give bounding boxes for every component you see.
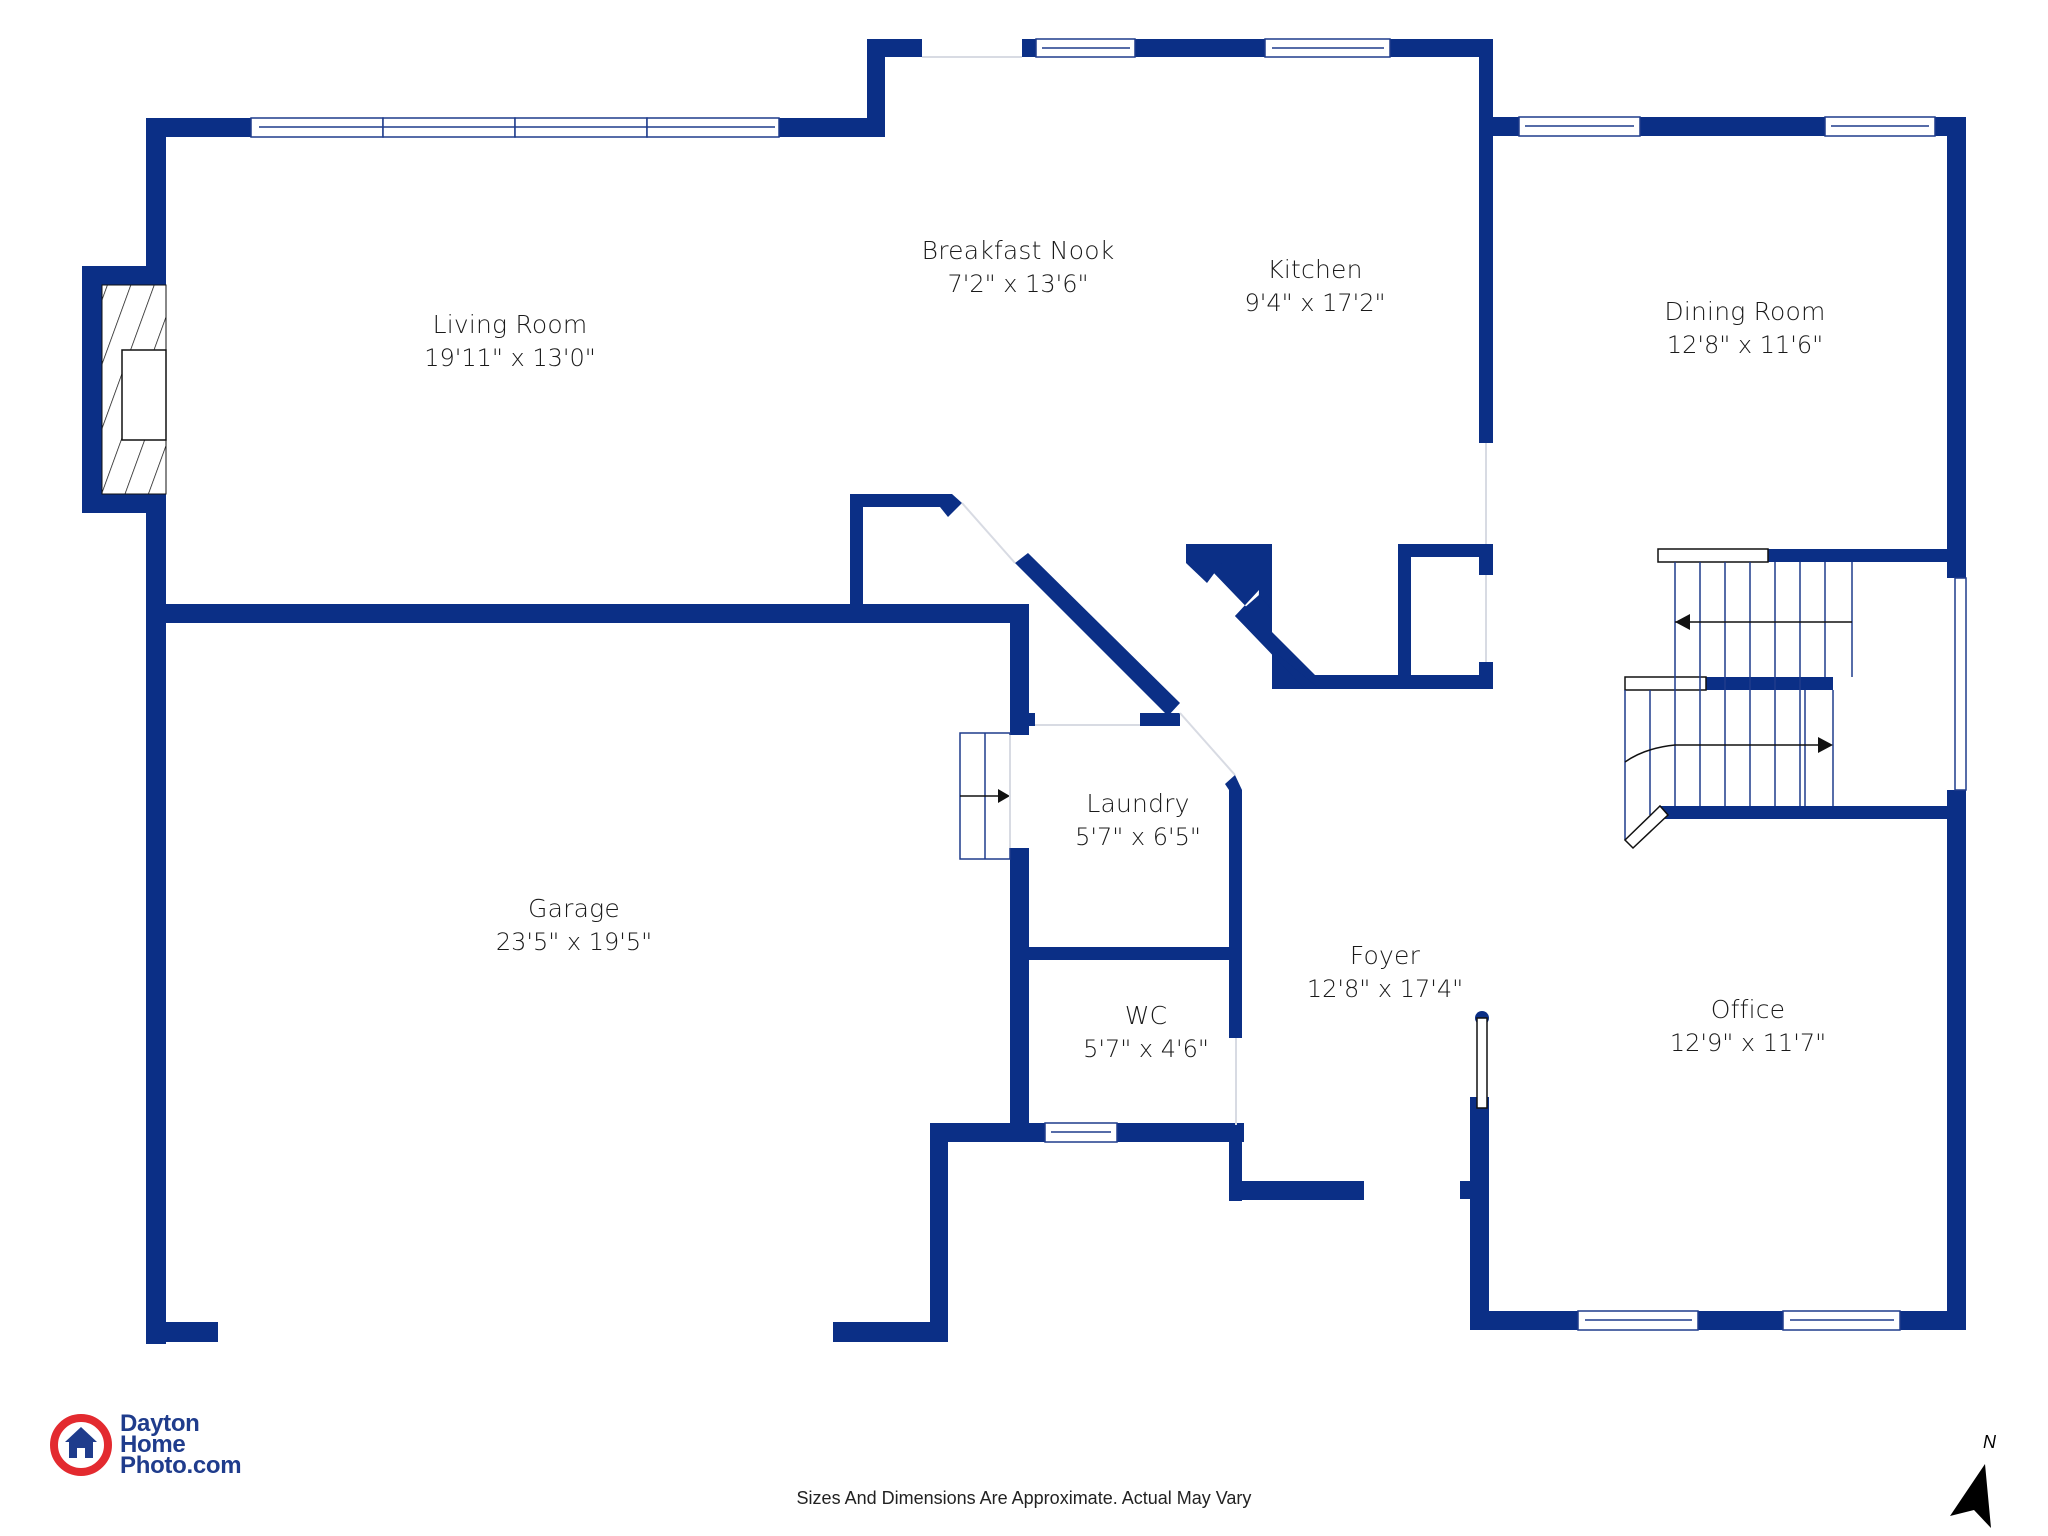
- wall: [850, 494, 863, 623]
- wall: [1029, 947, 1242, 960]
- diagonal-wall: [1015, 553, 1180, 716]
- room-label-living-room: Living Room 19'11" x 13'0": [424, 308, 596, 374]
- north-arrow-icon: [1950, 1464, 1991, 1528]
- room-name: Breakfast Nook: [921, 236, 1115, 265]
- wall: [1470, 1097, 1489, 1330]
- wall: [1660, 806, 1966, 819]
- logo-line-3: Photo.com: [120, 1452, 242, 1479]
- wall: [850, 494, 952, 507]
- logo-line-2: Home: [120, 1431, 186, 1458]
- room-name: Living Room: [432, 310, 588, 339]
- wall: [930, 1123, 948, 1342]
- wall: [1235, 595, 1320, 689]
- room-dimensions: 12'9" x 11'7": [1669, 1028, 1827, 1057]
- wall: [1390, 39, 1493, 57]
- wall: [1947, 117, 1966, 578]
- room-name: Foyer: [1349, 941, 1421, 970]
- kitchen-counter: [1186, 544, 1236, 583]
- camera-house-logo-icon: [50, 1413, 112, 1476]
- wall: [867, 39, 922, 57]
- room-label-garage: Garage 23'5" x 19'5": [496, 892, 652, 958]
- kitchen-peninsula: [1186, 544, 1492, 689]
- doorways: [922, 56, 1487, 1125]
- wall: [82, 266, 166, 285]
- wall: [1010, 713, 1035, 726]
- wall: [1398, 544, 1492, 557]
- wall: [146, 118, 166, 270]
- room-dimensions: 9'4" x 17'2": [1244, 288, 1386, 317]
- room-label-dining-room: Dining Room 12'8" x 11'6": [1664, 295, 1825, 361]
- room-name: Laundry: [1086, 789, 1190, 818]
- room-name: Kitchen: [1267, 255, 1363, 284]
- room-dimensions: 23'5" x 19'5": [495, 927, 653, 956]
- wall: [1229, 790, 1242, 1038]
- room-dimensions: 12'8" x 11'6": [1666, 330, 1824, 359]
- wall: [1460, 1181, 1472, 1199]
- room-label-laundry: Laundry 5'7" x 6'5": [1075, 787, 1201, 853]
- room-dimensions: 5'7" x 6'5": [1075, 822, 1201, 851]
- company-logo: Dayton Home Photo.com: [50, 1410, 242, 1479]
- walls: [82, 39, 1966, 1344]
- wall: [779, 118, 885, 137]
- room-label-office: Office 12'9" x 11'7": [1670, 993, 1826, 1059]
- diagonal-wall: [1225, 775, 1242, 790]
- logo-line-1: Dayton: [120, 1410, 200, 1437]
- wall: [867, 39, 885, 137]
- north-arrow: N: [1945, 1432, 2015, 1532]
- room-name: WC: [1124, 1001, 1168, 1030]
- wall: [1398, 544, 1411, 689]
- room-label-breakfast-nook: Breakfast Nook 7'2" x 13'6": [922, 234, 1115, 300]
- windows: [250, 38, 1967, 1331]
- wall: [1135, 39, 1265, 57]
- wall: [82, 494, 166, 513]
- garage-steps: [959, 732, 1011, 860]
- wall: [1259, 544, 1272, 604]
- room-label-wc: WC 5'7" x 4'6": [1083, 999, 1209, 1065]
- wall: [146, 118, 251, 137]
- compass-label: N: [1983, 1432, 1996, 1452]
- wall: [1479, 117, 1519, 136]
- wall: [1706, 677, 1833, 690]
- wall: [1010, 604, 1029, 735]
- room-label-foyer: Foyer 12'8" x 17'4": [1307, 939, 1463, 1005]
- wall: [146, 494, 166, 1344]
- staircase: [1623, 548, 1853, 850]
- room-dimensions: 5'7" x 4'6": [1083, 1034, 1209, 1063]
- window: [1954, 577, 1967, 791]
- wall: [146, 604, 1019, 623]
- wall: [1010, 848, 1029, 1142]
- wall: [1479, 39, 1493, 443]
- wall: [1947, 790, 1966, 1330]
- wall: [1229, 1181, 1364, 1200]
- sliding-door: [1476, 1017, 1488, 1109]
- room-dimensions: 7'2" x 13'6": [947, 269, 1089, 298]
- wall: [1470, 1311, 1578, 1330]
- room-label-kitchen: Kitchen 9'4" x 17'2": [1244, 253, 1385, 319]
- room-name: Dining Room: [1664, 297, 1826, 326]
- wall: [1640, 117, 1825, 136]
- wall: [1900, 1311, 1966, 1330]
- room-dimensions: 12'8" x 17'4": [1306, 974, 1464, 1003]
- room-dimensions: 19'11" x 13'0": [424, 343, 596, 372]
- diagonal-wall: [940, 494, 962, 517]
- fireplace: [101, 284, 167, 495]
- wall: [146, 1322, 218, 1342]
- wall: [1022, 39, 1036, 57]
- wall: [1698, 1311, 1783, 1330]
- wall: [82, 266, 102, 513]
- room-name: Office: [1710, 995, 1786, 1024]
- wall: [1140, 713, 1180, 726]
- room-name: Garage: [528, 894, 620, 923]
- wall: [833, 1322, 946, 1342]
- disclaimer-text: Sizes And Dimensions Are Approximate. Ac…: [796, 1488, 1252, 1508]
- wall: [1768, 549, 1966, 562]
